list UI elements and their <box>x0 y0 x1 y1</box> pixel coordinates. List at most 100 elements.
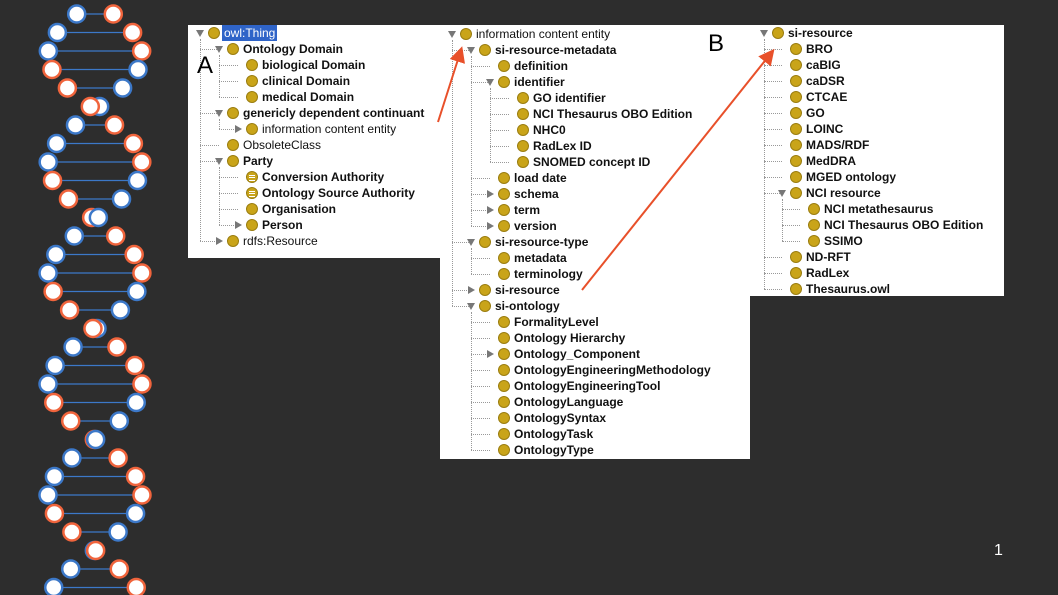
collapse-triangle-icon[interactable] <box>446 26 458 42</box>
tree-node[interactable]: caBIG <box>750 57 1004 73</box>
tree-node[interactable]: medical Domain <box>188 89 440 105</box>
tree-node[interactable]: MADS/RDF <box>750 137 1004 153</box>
tree-node[interactable]: si-ontology <box>440 298 750 314</box>
tree-node[interactable]: LOINC <box>750 121 1004 137</box>
tree-node[interactable]: NCI Thesaurus OBO Edition <box>750 217 1004 233</box>
dna-node <box>127 170 148 191</box>
expand-triangle-icon[interactable] <box>484 346 496 362</box>
collapse-triangle-icon[interactable] <box>465 234 477 250</box>
tree-node[interactable]: FormalityLevel <box>440 314 750 330</box>
collapse-triangle-icon[interactable] <box>194 25 206 41</box>
tree-node[interactable]: GO identifier <box>440 90 750 106</box>
tree-node[interactable]: Person <box>188 217 440 233</box>
tree-connector <box>471 178 490 179</box>
tree-node[interactable]: OntologyTask <box>440 426 750 442</box>
tree-node[interactable]: information content entity <box>440 26 750 42</box>
dna-node <box>60 411 81 431</box>
panel-label-a: A <box>197 52 214 79</box>
tree-node[interactable]: clinical Domain <box>188 73 440 89</box>
tree-node[interactable]: NCI resource <box>750 185 1004 201</box>
tree-node[interactable]: schema <box>440 186 750 202</box>
tree-node[interactable]: OntologyEngineeringTool <box>440 378 750 394</box>
collapse-triangle-icon[interactable] <box>465 42 477 58</box>
class-icon <box>479 236 491 248</box>
expand-triangle-icon[interactable] <box>484 218 496 234</box>
expand-triangle-icon[interactable] <box>484 186 496 202</box>
collapse-triangle-icon[interactable] <box>776 185 788 201</box>
tree-node[interactable]: Conversion Authority <box>188 169 440 185</box>
tree-node[interactable]: OntologyLanguage <box>440 394 750 410</box>
tree-node-label: MADS/RDF <box>806 138 870 152</box>
tree-node[interactable]: si-resource-type <box>440 234 750 250</box>
expand-triangle-icon[interactable] <box>213 233 225 249</box>
class-icon <box>498 268 510 280</box>
tree-node[interactable]: Party <box>188 153 440 169</box>
tree-connector <box>490 162 509 163</box>
collapse-triangle-icon[interactable] <box>213 105 225 121</box>
tree-node[interactable]: ND-RFT <box>750 249 1004 265</box>
tree-node[interactable]: biological Domain <box>188 57 440 73</box>
tree-node[interactable]: si-resource <box>750 25 1004 41</box>
tree-node-label: clinical Domain <box>262 74 351 88</box>
tree-node-label: si-resource <box>788 26 853 40</box>
tree-node[interactable]: Ontology Domain <box>188 41 440 57</box>
tree-node[interactable]: MGED ontology <box>750 169 1004 185</box>
tree-node[interactable]: GO <box>750 105 1004 121</box>
tree-node[interactable]: CTCAE <box>750 89 1004 105</box>
tree-node[interactable]: definition <box>440 58 750 74</box>
tree-node[interactable]: caDSR <box>750 73 1004 89</box>
collapse-triangle-icon[interactable] <box>758 25 770 41</box>
tree-node[interactable]: version <box>440 218 750 234</box>
tree-node-label: GO <box>806 106 825 120</box>
tree-node[interactable]: Thesaurus.owl <box>750 281 1004 296</box>
tree-node[interactable]: Organisation <box>188 201 440 217</box>
tree-connector <box>471 194 490 195</box>
tree-node[interactable]: MedDRA <box>750 153 1004 169</box>
tree-connector <box>764 97 782 98</box>
tree-connector <box>200 161 219 162</box>
tree-node[interactable]: SNOMED concept ID <box>440 154 750 170</box>
expand-triangle-icon[interactable] <box>465 282 477 298</box>
tree-node[interactable]: information content entity <box>188 121 440 137</box>
tree-node[interactable]: genericly dependent continuant <box>188 105 440 121</box>
tree-node[interactable]: owl:Thing <box>188 25 440 41</box>
tree-node[interactable]: RadLex <box>750 265 1004 281</box>
tree-node[interactable]: RadLex ID <box>440 138 750 154</box>
tree-node[interactable]: si-resource <box>440 282 750 298</box>
tree-node[interactable]: load date <box>440 170 750 186</box>
collapse-triangle-icon[interactable] <box>213 153 225 169</box>
tree-connector <box>471 354 490 355</box>
tree-connector <box>200 113 219 114</box>
class-icon <box>790 75 802 87</box>
tree-node[interactable]: rdfs:Resource <box>188 233 440 249</box>
class-icon <box>790 283 802 295</box>
collapse-triangle-icon[interactable] <box>213 41 225 57</box>
tree-node[interactable]: NCI Thesaurus OBO Edition <box>440 106 750 122</box>
tree-node[interactable]: Ontology_Component <box>440 346 750 362</box>
tree-node[interactable]: si-resource-metadata <box>440 42 750 58</box>
tree-node[interactable]: identifier <box>440 74 750 90</box>
tree-node[interactable]: Ontology Source Authority <box>188 185 440 201</box>
tree-node[interactable]: OntologyType <box>440 442 750 458</box>
tree-node[interactable]: terminology <box>440 266 750 282</box>
tree-node[interactable]: term <box>440 202 750 218</box>
expand-triangle-icon[interactable] <box>484 202 496 218</box>
tree-node[interactable]: OntologySyntax <box>440 410 750 426</box>
tree-node[interactable]: metadata <box>440 250 750 266</box>
tree-connector <box>471 66 490 67</box>
collapse-triangle-icon[interactable] <box>484 74 496 90</box>
tree-node[interactable]: BRO <box>750 41 1004 57</box>
tree-node[interactable]: SSIMO <box>750 233 1004 249</box>
tree-node[interactable]: Ontology Hierarchy <box>440 330 750 346</box>
tree-node[interactable]: OntologyEngineeringMethodology <box>440 362 750 378</box>
class-icon <box>498 172 510 184</box>
tree-node[interactable]: ObsoleteClass <box>188 137 440 153</box>
expand-triangle-icon[interactable] <box>232 217 244 233</box>
collapse-triangle-icon[interactable] <box>465 298 477 314</box>
expand-triangle-icon[interactable] <box>232 121 244 137</box>
tree-connector <box>471 370 490 371</box>
dna-node <box>62 448 82 468</box>
tree-node[interactable]: NHC0 <box>440 122 750 138</box>
tree-node[interactable]: NCI metathesaurus <box>750 201 1004 217</box>
dna-node <box>112 78 133 98</box>
